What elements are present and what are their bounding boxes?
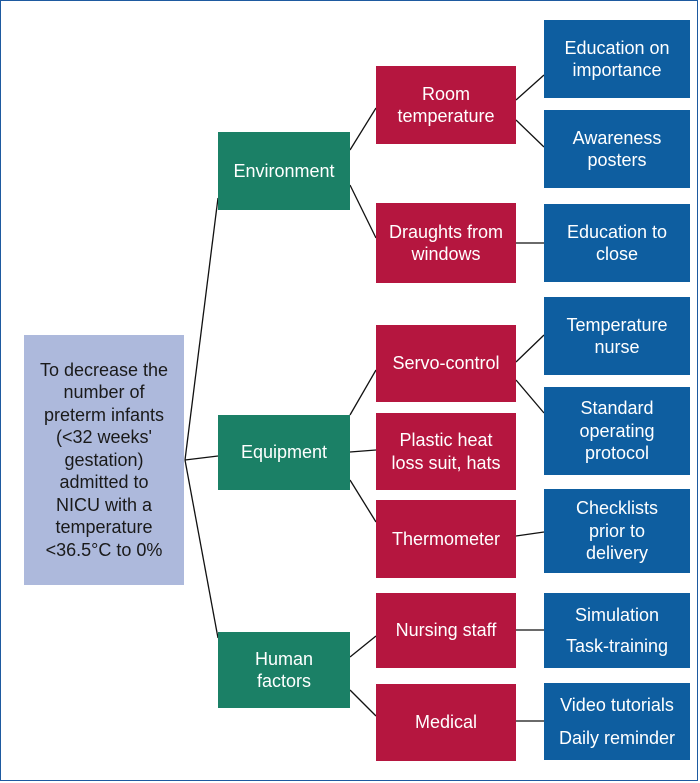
connector-goal-equipment: [184, 455, 219, 461]
cause-label: Plastic heat: [399, 430, 493, 450]
cause-label: Nursing staff: [395, 620, 497, 641]
connector-equipment-servo-control: [349, 369, 377, 416]
action-label: nurse: [594, 337, 640, 357]
action-label: protocol: [584, 443, 650, 464]
goal-line: preterm infants: [43, 404, 165, 425]
action-label: Temperature: [566, 314, 668, 335]
action-label: posters: [587, 150, 647, 170]
cause-label: Room: [421, 83, 470, 104]
goal-line: gestation): [64, 449, 144, 470]
connector-equipment-plastic-suit: [349, 449, 377, 453]
connector-thermometer-checklists: [515, 531, 545, 537]
cause-label: Medical: [414, 712, 478, 733]
cause-label: Draughts from: [388, 221, 504, 242]
goal-line: To decrease the: [39, 359, 169, 380]
connector-equipment-thermometer: [349, 479, 377, 523]
connector-human-medical: [349, 689, 377, 717]
cause-label: Thermometer: [391, 528, 501, 549]
cause-room-temperature: Room temperature: [376, 66, 516, 144]
action-education-importance: Education on importance: [544, 20, 690, 98]
category-environment: Environment: [218, 132, 350, 210]
goal-line: admitted to: [59, 472, 149, 493]
cause-label: windows: [411, 244, 481, 264]
connector-room-temperature-posters: [515, 119, 545, 148]
category-human-factors: Human factors: [218, 632, 350, 708]
action-label: Task-training: [565, 636, 669, 656]
cause-plastic-suit: Plastic heat loss suit, hats: [376, 413, 516, 490]
action-label: operating: [579, 420, 655, 441]
goal-line: temperature: [55, 517, 153, 538]
action-label: Awareness: [572, 127, 662, 148]
cause-servo-control: Servo-control: [376, 325, 516, 402]
goal-line: NICU with a: [55, 494, 153, 515]
action-label: Education on: [564, 37, 670, 58]
goal-line: <36.5°C to 0%: [45, 539, 163, 560]
connector-servo-temperature-nurse: [515, 334, 545, 363]
cause-label: loss suit, hats: [391, 452, 501, 473]
action-label: Video tutorials: [560, 695, 674, 715]
cause-label: Servo-control: [392, 353, 500, 374]
cause-medical: Medical: [376, 684, 516, 761]
action-label: Standard: [580, 398, 654, 419]
goal-line: (<32 weeks': [56, 427, 152, 448]
action-label: Checklists: [575, 498, 659, 519]
connector-environment-draughts: [349, 184, 377, 239]
cause-nursing-staff: Nursing staff: [376, 593, 516, 668]
action-label: Simulation: [574, 604, 660, 625]
category-label: Human: [254, 648, 314, 669]
cause-thermometer: Thermometer: [376, 500, 516, 578]
category-equipment: Equipment: [218, 415, 350, 490]
connector-goal-human-factors: [184, 459, 219, 639]
action-label: prior to: [588, 520, 646, 541]
action-label: importance: [572, 60, 662, 80]
action-standard-protocol: Standard operating protocol: [544, 387, 690, 475]
cause-draughts: Draughts from windows: [376, 203, 516, 283]
category-label: factors: [256, 671, 312, 691]
action-label: delivery: [585, 543, 649, 564]
action-simulation-training: Simulation Task-training: [544, 593, 690, 668]
category-label: Equipment: [240, 442, 328, 463]
cause-label: temperature: [397, 106, 495, 126]
action-label: Education to: [566, 221, 668, 242]
goal-box: To decrease the number of preterm infant…: [24, 335, 184, 585]
action-video-reminder: Video tutorials Daily reminder: [544, 683, 690, 760]
goal-line: number of: [63, 382, 145, 403]
connector-environment-room-temperature: [349, 107, 377, 151]
action-temperature-nurse: Temperature nurse: [544, 297, 690, 375]
action-awareness-posters: Awareness posters: [544, 110, 690, 188]
category-label: Environment: [233, 160, 335, 181]
connector-servo-protocol: [515, 379, 545, 414]
action-checklists: Checklists prior to delivery: [544, 489, 690, 573]
action-label: Daily reminder: [558, 727, 676, 748]
connector-goal-environment: [184, 197, 219, 461]
connector-room-temperature-education: [515, 74, 545, 101]
action-label: close: [595, 244, 639, 264]
action-education-close: Education to close: [544, 204, 690, 282]
connector-human-nursing-staff: [349, 635, 377, 658]
